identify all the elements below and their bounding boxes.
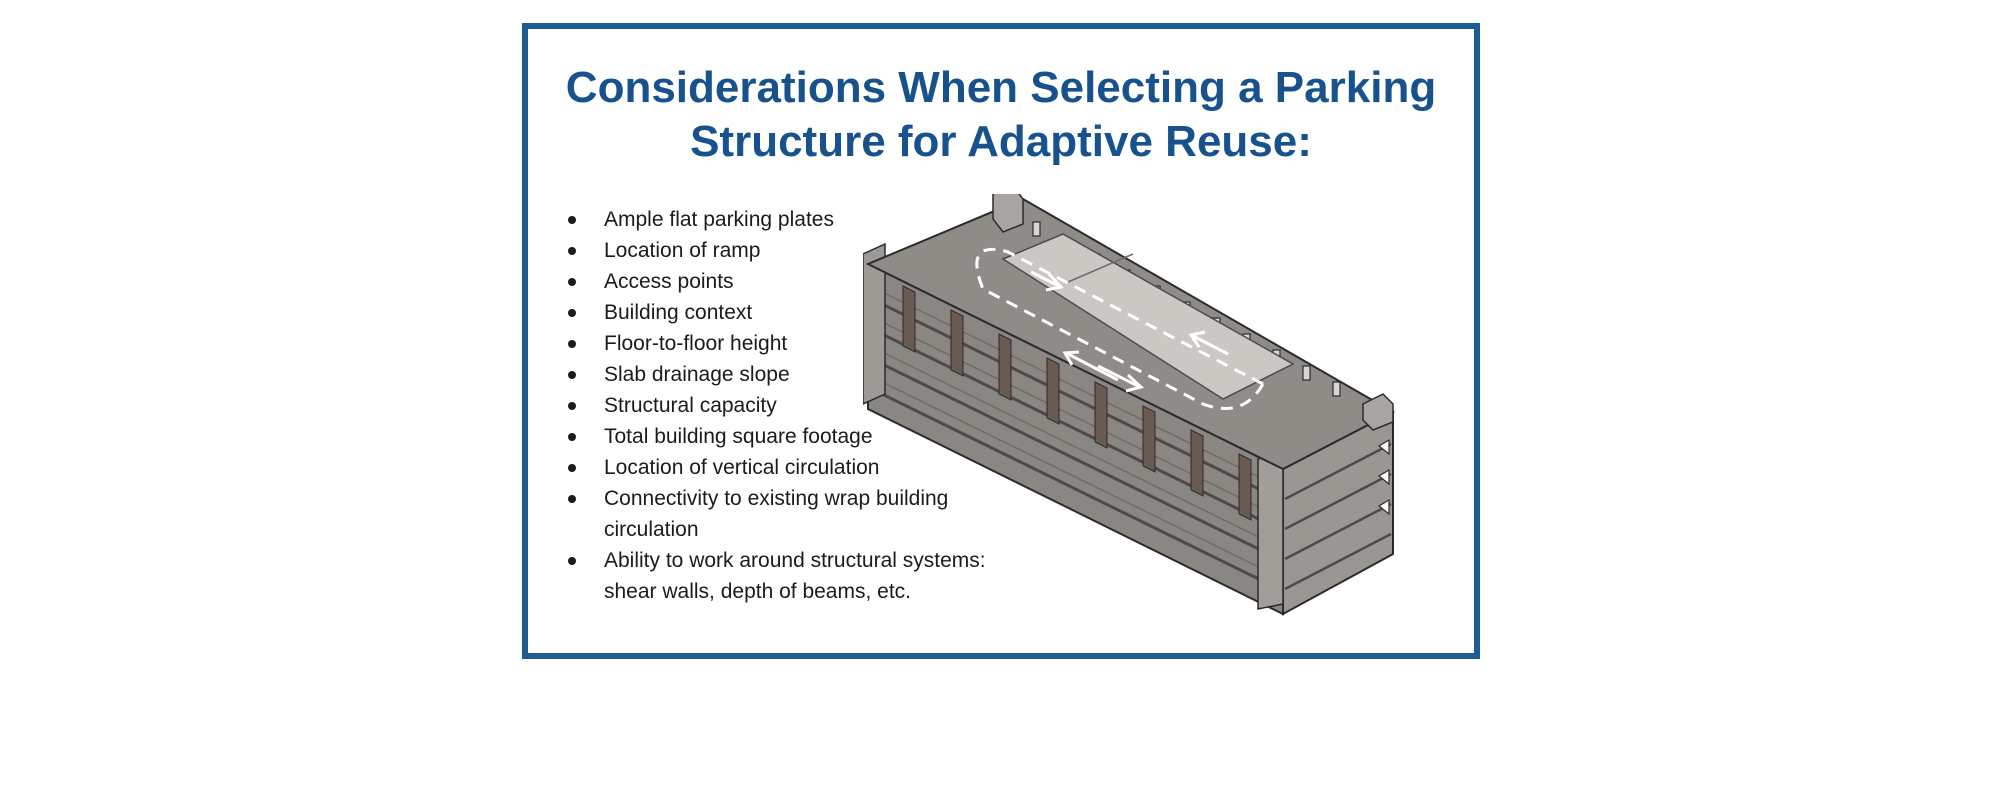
- parking-structure-isometric-icon: [863, 194, 1396, 616]
- infographic-frame: Considerations When Selecting a Parking …: [522, 23, 1480, 659]
- title-line-2: Structure for Adaptive Reuse:: [690, 117, 1312, 166]
- list-item: Location of ramp: [566, 235, 986, 266]
- list-item-text: Ample flat parking plates: [604, 208, 834, 231]
- list-item: Structural capacity: [566, 390, 986, 421]
- list-item-text: Building context: [604, 301, 753, 324]
- list-item-text: Total building square footage: [604, 425, 873, 448]
- list-item: Total building square footage: [566, 421, 986, 452]
- list-item: Connectivity to existing wrap building ci…: [566, 483, 986, 545]
- title-line-1: Considerations When Selecting a Parking: [565, 63, 1437, 112]
- list-item: Location of vertical circulation: [566, 452, 986, 483]
- list-item: Slab drainage slope: [566, 359, 986, 390]
- list-item-text: Ability to work around structural system…: [604, 549, 986, 572]
- list-item-text: Floor-to-floor height: [604, 332, 788, 355]
- list-item-text: Structural capacity: [604, 394, 777, 417]
- list-item: Floor-to-floor height: [566, 328, 986, 359]
- list-item-text: Location of vertical circulation: [604, 456, 880, 479]
- list-item-text: Access points: [604, 270, 734, 293]
- page-title: Considerations When Selecting a Parking …: [528, 61, 1474, 169]
- list-item: Access points: [566, 266, 986, 297]
- list-item: Building context: [566, 297, 986, 328]
- list-item-text: Slab drainage slope: [604, 363, 790, 386]
- list-item-text: shear walls, depth of beams, etc.: [604, 580, 911, 603]
- list-item: Ability to work around structural system…: [566, 545, 986, 607]
- list-item: Ample flat parking plates: [566, 204, 986, 235]
- list-item-text: Location of ramp: [604, 239, 761, 262]
- list-item-text: Connectivity to existing wrap building: [604, 487, 949, 510]
- list-item-text: circulation: [604, 518, 699, 541]
